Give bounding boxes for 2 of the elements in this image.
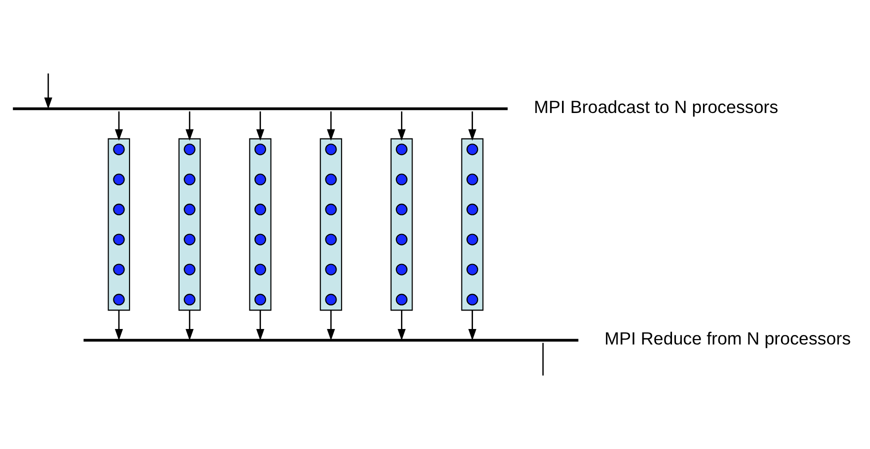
- label: MPI Broadcast to N processors: [534, 97, 778, 118]
- label: MPI Reduce from N processors: [604, 328, 851, 349]
